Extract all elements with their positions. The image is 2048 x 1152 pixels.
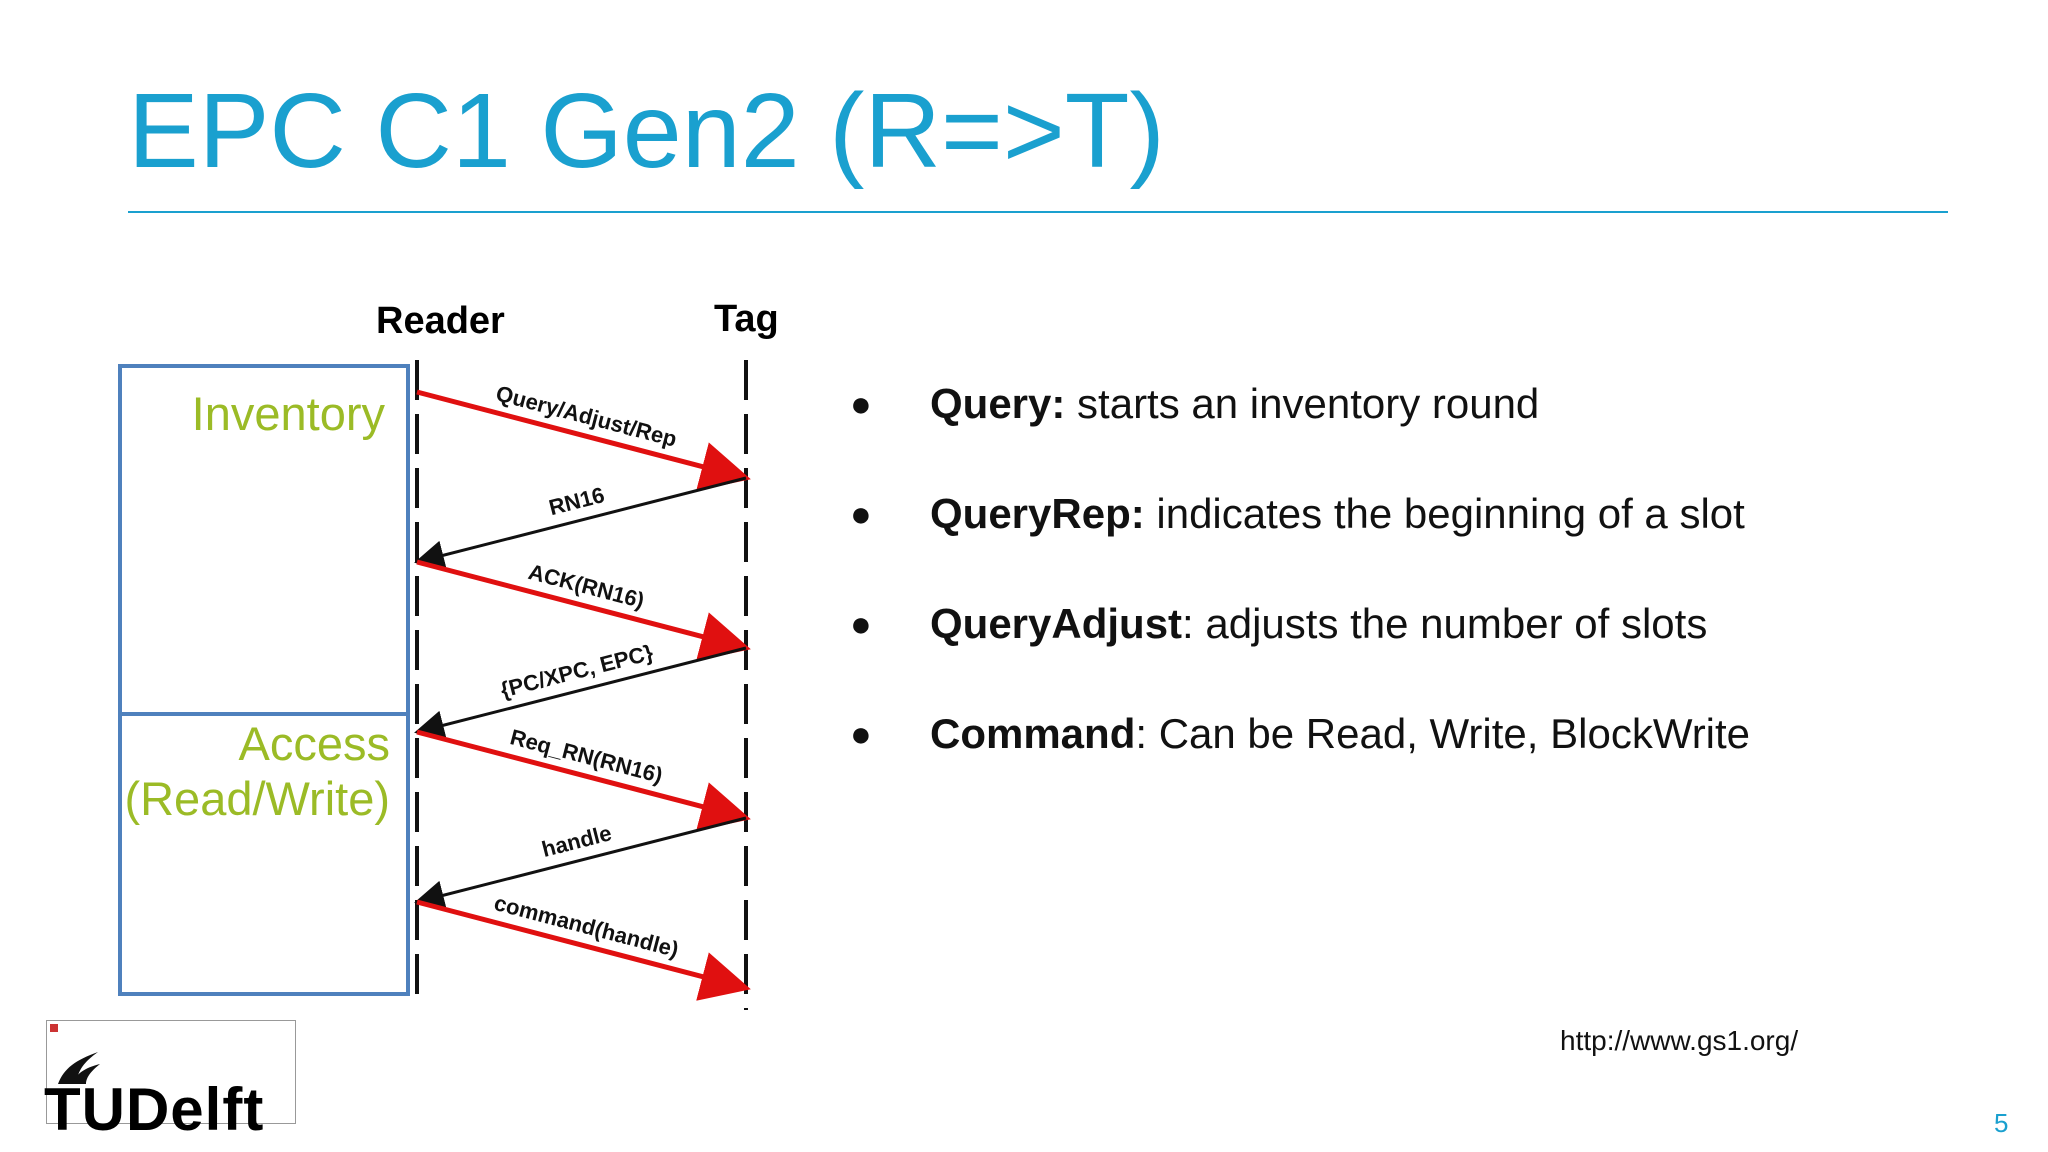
source-link[interactable]: http://www.gs1.org/ <box>1560 1025 1799 1056</box>
message-arrow <box>414 816 747 910</box>
inventory-phase-label: Inventory <box>191 387 385 440</box>
bullet-term: QueryRep: <box>930 490 1145 537</box>
reader-column-heading: Reader <box>376 300 505 342</box>
bullet-dot: ● <box>850 493 872 534</box>
message-arrow <box>416 729 751 831</box>
bullet-dot: ● <box>850 383 872 424</box>
message-label: command(handle) <box>492 890 682 962</box>
list-item: ● Query: starts an inventory round <box>850 380 1750 490</box>
access-phase-label: Access (Read/Write) <box>120 716 390 827</box>
flame-icon <box>58 1052 100 1084</box>
message-arrow <box>414 646 747 740</box>
tag-column-heading: Tag <box>714 298 779 340</box>
logo-frame <box>46 1020 296 1124</box>
bullet-term: Query: <box>930 380 1066 427</box>
message-arrow <box>416 559 751 661</box>
slide-title: EPC C1 Gen2 (R=>T) <box>128 72 1165 190</box>
bullet-description: : Can be Read, Write, BlockWrite <box>1135 710 1751 757</box>
bullet-description: indicates the beginning of a slot <box>1144 490 1745 537</box>
bullet-description: : adjusts the number of slots <box>1182 600 1708 647</box>
bullet-dot: ● <box>850 603 872 644</box>
message-arrow <box>416 389 751 491</box>
list-item: ● QueryRep: indicates the beginning of a… <box>850 490 1750 600</box>
message-arrow <box>416 899 751 1001</box>
message-label: {PC/XPC, EPC} <box>498 640 656 703</box>
bullet-term: Command <box>930 710 1136 757</box>
broken-image-icon <box>50 1024 58 1032</box>
access-phase-label-line2: (Read/Write) <box>124 772 390 826</box>
bullet-list: ● Query: starts an inventory round ● Que… <box>850 380 1750 820</box>
list-item: ● Command: Can be Read, Write, BlockWrit… <box>850 710 1750 820</box>
message-label: Query/Adjust/Rep <box>493 381 679 452</box>
bullet-term: QueryAdjust <box>930 600 1183 647</box>
bullet-description: starts an inventory round <box>1065 380 1540 427</box>
message-arrow <box>414 476 747 570</box>
access-phase-box <box>118 712 410 996</box>
access-phase-label-line1: Access <box>238 717 391 770</box>
tudelft-logo: TUDelft <box>44 1076 265 1143</box>
list-item: ● QueryAdjust: adjusts the number of slo… <box>850 600 1750 710</box>
page-number: 5 <box>1994 1108 2009 1138</box>
bullet-dot: ● <box>850 713 872 754</box>
title-divider <box>128 211 1948 213</box>
